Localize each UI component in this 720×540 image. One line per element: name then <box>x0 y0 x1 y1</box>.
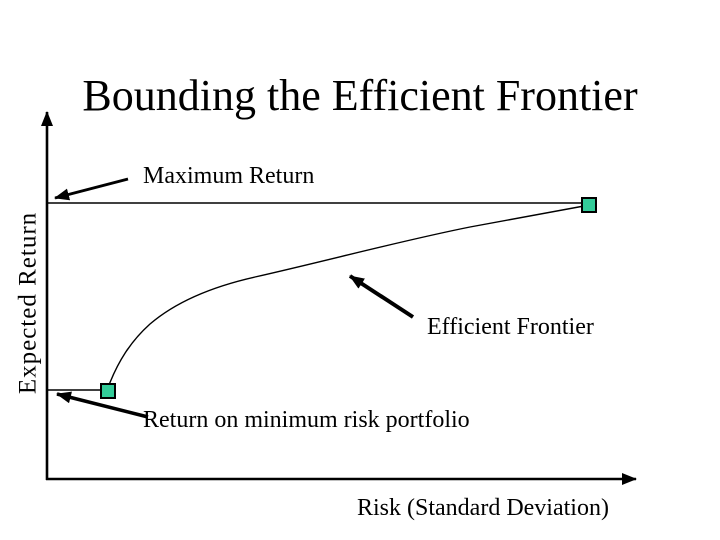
x-axis-label: Risk (Standard Deviation) <box>357 495 609 521</box>
maximum-return-label: Maximum Return <box>143 163 315 189</box>
arrow-minimum-risk-icon <box>56 391 149 419</box>
arrow-maximum-return-icon <box>54 177 129 201</box>
efficient-frontier-curve <box>108 205 585 386</box>
marker-minimum-risk-square-marker <box>100 383 116 399</box>
slide-title: Bounding the Efficient Frontier <box>82 71 638 120</box>
arrow-efficient-frontier-icon <box>348 274 415 319</box>
min-risk-portfolio-label: Return on minimum risk portfolio <box>143 407 470 433</box>
y-axis-label: Expected Return <box>14 211 42 395</box>
efficient-frontier-label: Efficient Frontier <box>427 314 594 340</box>
marker-maximum-return-square-marker <box>581 197 597 213</box>
